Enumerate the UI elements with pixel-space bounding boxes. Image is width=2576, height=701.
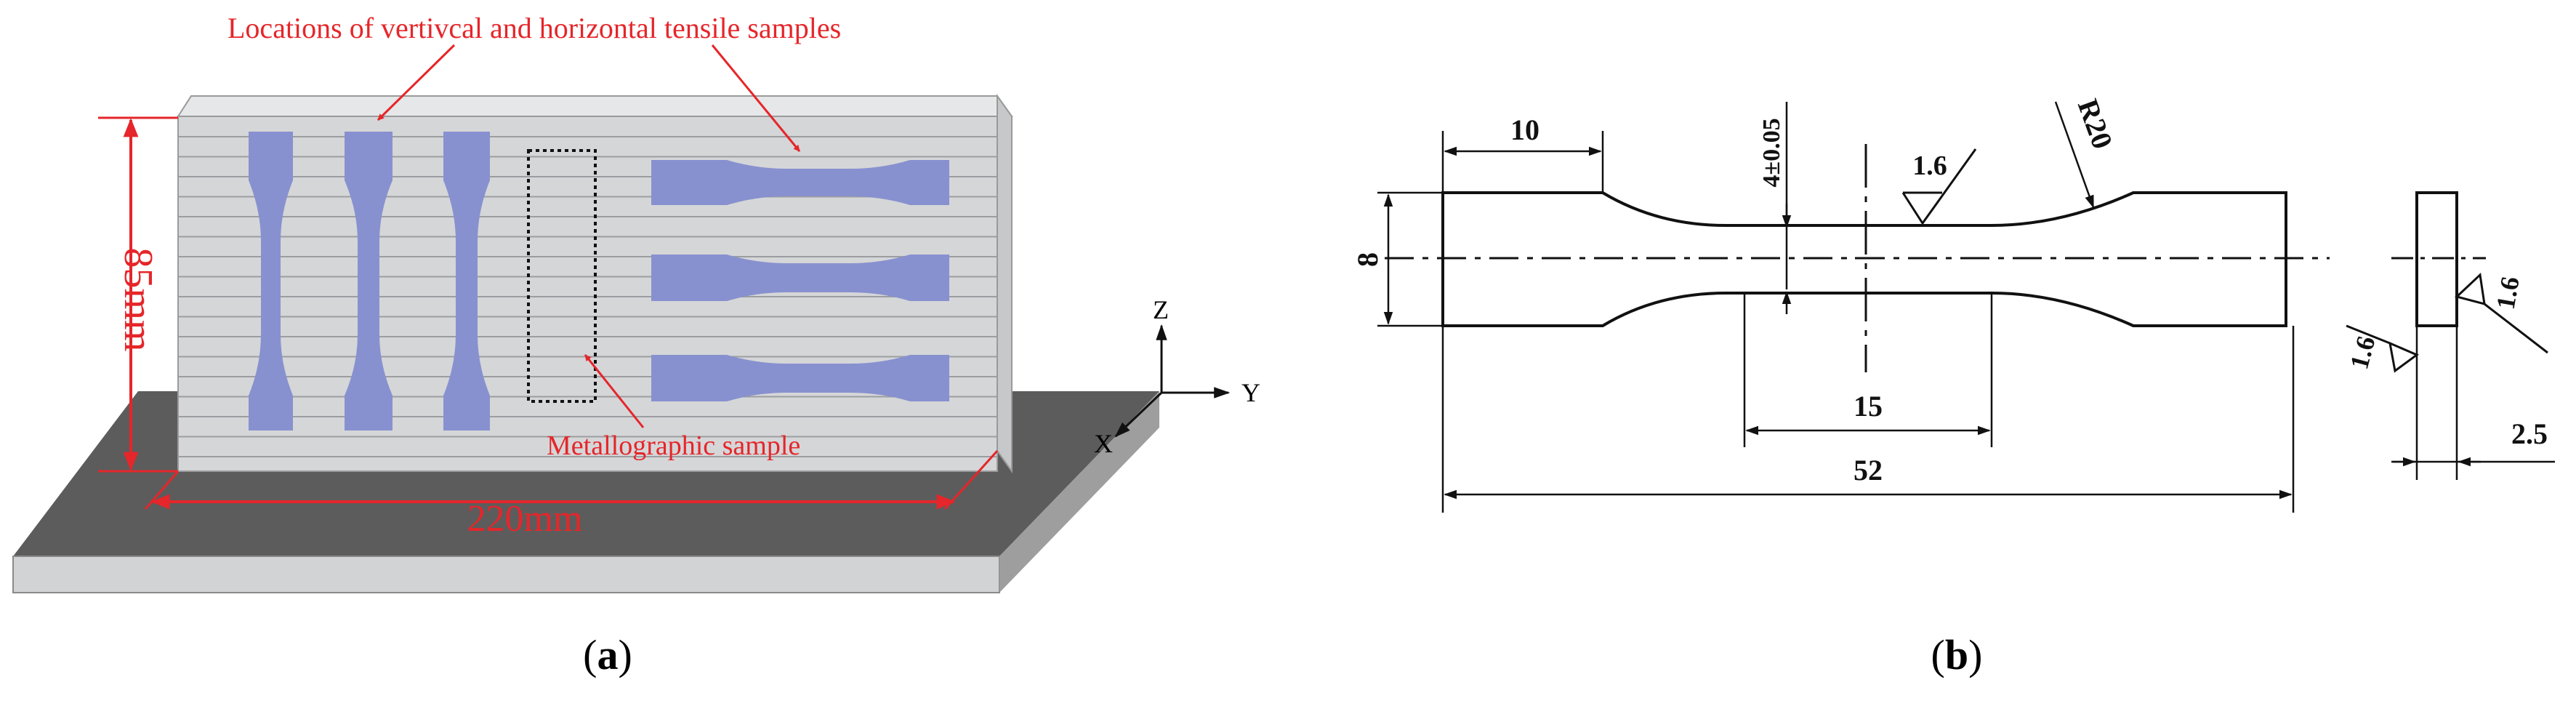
axis-y-label: Y	[1241, 378, 1260, 407]
dim-10-label: 10	[1510, 113, 1539, 146]
roughness-symbol-right	[2454, 272, 2548, 354]
axis-x-arrow	[1114, 391, 1163, 438]
block-top-face	[177, 95, 1013, 117]
panel-b: 10 4±0.05 1.6 R20 8 15 52	[1351, 95, 2555, 678]
dim-2-5-label: 2.5	[2511, 417, 2548, 450]
horizontal-tensile-sample	[651, 160, 949, 205]
roughness-left-label: 1.6	[2344, 333, 2380, 372]
horizontal-tensile-sample	[651, 355, 949, 401]
metallographic-label: Metallographic sample	[547, 430, 800, 461]
roughness-top-label: 1.6	[1912, 151, 1947, 181]
dim-52-label: 52	[1853, 454, 1883, 486]
samples-location-label: Locations of vertivcal and horizontal te…	[228, 12, 841, 44]
deposition-layer-lines	[178, 136, 997, 457]
caption-a: (a)	[583, 631, 632, 678]
base-plate-front	[12, 556, 1000, 593]
leader-arrow-metallographic	[584, 354, 645, 428]
vertical-tensile-sample	[443, 132, 490, 430]
axis-z-label: Z	[1153, 295, 1169, 324]
roughness-right-label: 1.6	[2491, 274, 2525, 311]
roughness-symbol-left	[2346, 324, 2419, 373]
leader-arrow-vertical-samples	[377, 44, 456, 121]
r20-leader	[2054, 101, 2095, 209]
dim-8-label: 8	[1351, 252, 1384, 267]
metallographic-sample-outline	[527, 149, 597, 403]
roughness-symbol-top	[1901, 148, 1977, 225]
horizontal-tensile-sample	[651, 255, 949, 301]
dim-tolerance-label: 4±0.05	[1758, 118, 1785, 187]
axis-x-label: X	[1094, 429, 1113, 458]
panel-a: Locations of vertivcal and horizontal te…	[12, 12, 1260, 678]
block-side-face	[997, 93, 1013, 474]
base-plate-side	[999, 391, 1159, 593]
caption-b: (b)	[1931, 631, 1983, 678]
specimen-side-view	[2415, 191, 2458, 327]
width-dimension-label: 220mm	[467, 498, 583, 540]
dim-15-label: 15	[1853, 390, 1883, 422]
vertical-tensile-sample	[249, 132, 293, 430]
leader-arrow-horizontal-samples	[711, 44, 801, 152]
r20-label: R20	[2072, 95, 2120, 153]
vertical-tensile-sample	[345, 132, 393, 430]
tensile-specimen-outline	[1441, 191, 2287, 327]
height-dimension-label: 85mm	[116, 247, 161, 351]
